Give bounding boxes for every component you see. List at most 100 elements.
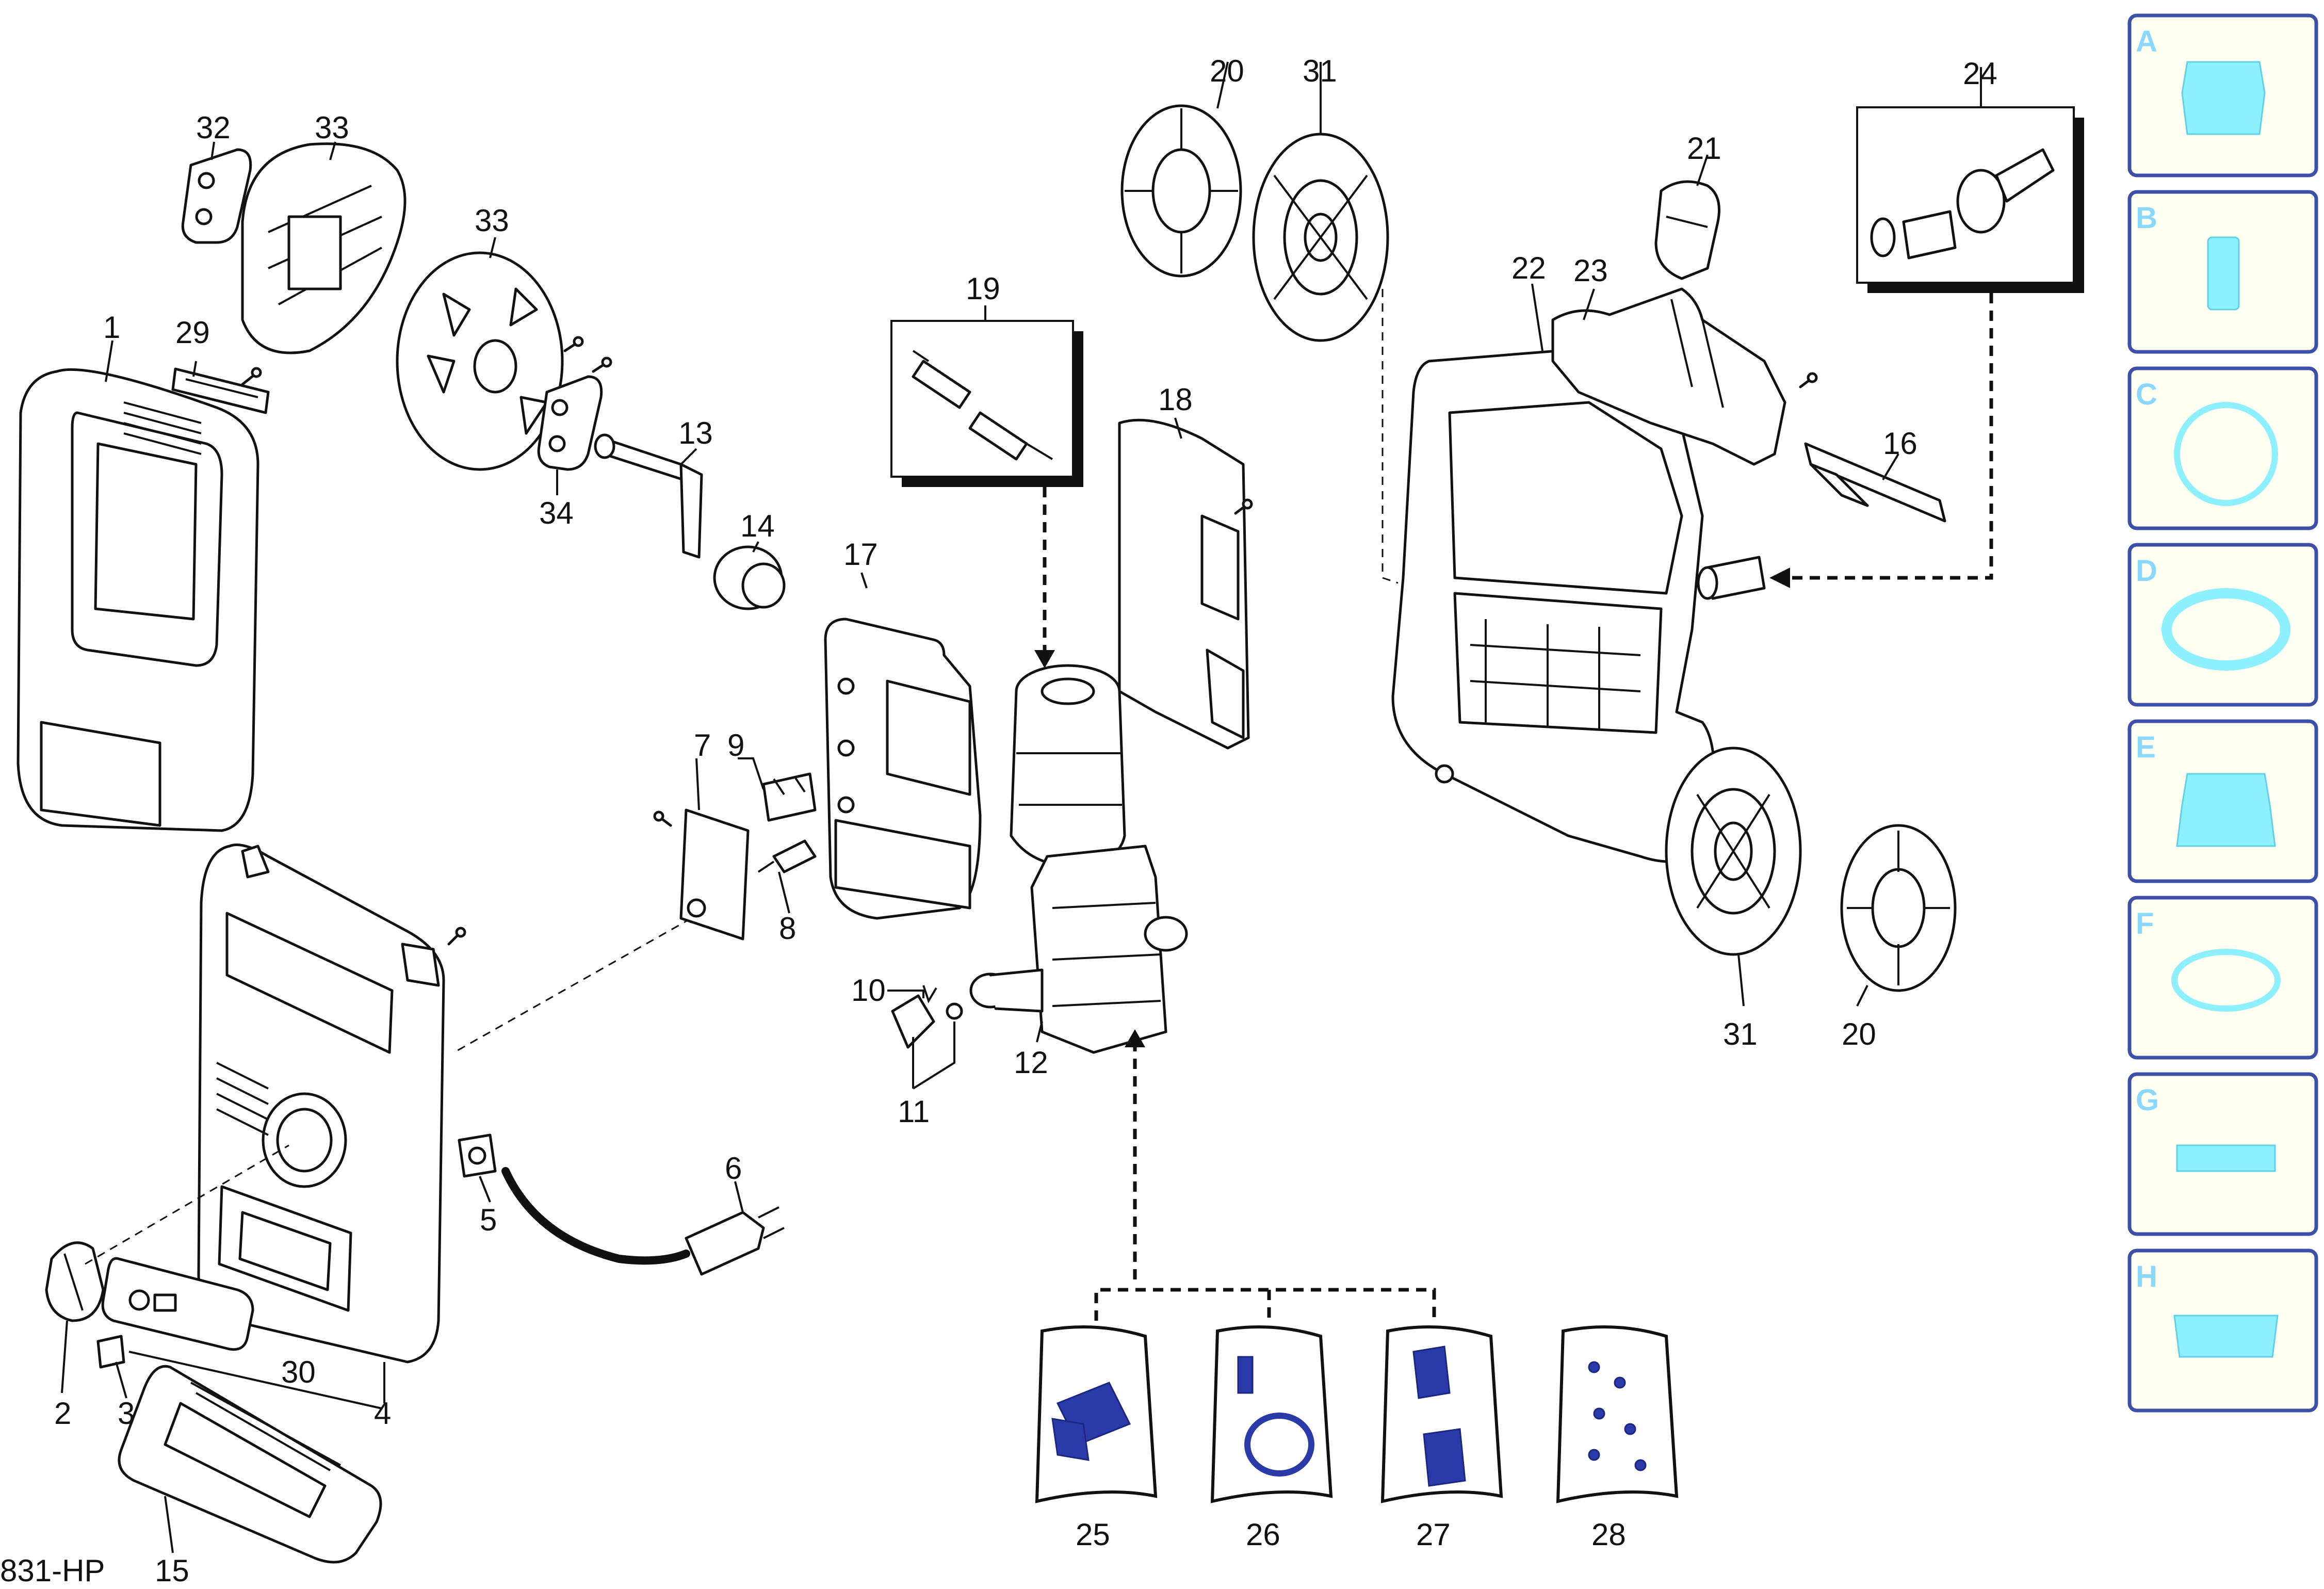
legend-item-e[interactable]: E bbox=[2127, 719, 2318, 883]
label-22: 22 bbox=[1512, 251, 1546, 285]
label-27: 27 bbox=[1416, 1517, 1451, 1552]
screw-29 bbox=[241, 367, 262, 386]
motor bbox=[1010, 664, 1126, 868]
label-6: 6 bbox=[725, 1151, 742, 1186]
label-5: 5 bbox=[480, 1203, 497, 1237]
part-11-valve bbox=[891, 994, 963, 1049]
legend-icon-d bbox=[2162, 588, 2290, 671]
label-4: 4 bbox=[374, 1396, 391, 1431]
part-33-reel-disc-back bbox=[241, 142, 407, 354]
part-31-wheel-bottom bbox=[1665, 747, 1802, 956]
label-24: 24 bbox=[1963, 56, 1997, 91]
legend-icon-c bbox=[2174, 402, 2278, 506]
arrow-24-to-inlet bbox=[1785, 293, 1993, 580]
screw-18 bbox=[1234, 498, 1253, 515]
label-33a: 33 bbox=[315, 110, 349, 145]
label-8: 8 bbox=[779, 911, 796, 946]
connector-31-to-chassis bbox=[1382, 289, 1399, 584]
part-24-inlet-box bbox=[1856, 106, 2084, 293]
label-10: 10 bbox=[851, 973, 886, 1008]
legend-item-a[interactable]: A bbox=[2127, 13, 2318, 177]
part-6-power-cord bbox=[501, 1167, 785, 1276]
part-23-handle-frame bbox=[1551, 287, 1786, 466]
part-20-hubcap-top bbox=[1120, 104, 1242, 278]
legend-icon-f bbox=[2171, 949, 2281, 1012]
legend-item-g[interactable]: G bbox=[2127, 1072, 2318, 1236]
legend-icon-a bbox=[2181, 61, 2266, 135]
legend-icon-h bbox=[2173, 1315, 2279, 1358]
legend-letter-h: H bbox=[2136, 1260, 2157, 1293]
kit-bag-27 bbox=[1380, 1325, 1503, 1503]
part-3-small-clip bbox=[96, 1335, 125, 1369]
leader-lines bbox=[61, 61, 1982, 1553]
label-26: 26 bbox=[1246, 1517, 1280, 1552]
legend-item-c[interactable]: C bbox=[2127, 366, 2318, 530]
part-10-clip bbox=[922, 985, 937, 1003]
legend-item-h[interactable]: H bbox=[2127, 1248, 2318, 1413]
label-32: 32 bbox=[196, 110, 231, 145]
label-20-bottom: 20 bbox=[1842, 1017, 1876, 1051]
connector-2-to-4 bbox=[85, 1144, 289, 1265]
vent-grille bbox=[123, 401, 202, 455]
part-13-crank bbox=[594, 433, 703, 559]
legend-icon-b bbox=[2207, 236, 2240, 311]
label-25: 25 bbox=[1076, 1517, 1110, 1552]
legend-item-f[interactable]: F bbox=[2127, 896, 2318, 1060]
label-31-top: 31 bbox=[1303, 54, 1337, 88]
legend-letter-a: A bbox=[2136, 25, 2157, 58]
legend-panel: A B C D E F G bbox=[2127, 13, 2318, 1413]
kit-bag-25 bbox=[1035, 1325, 1158, 1503]
label-29: 29 bbox=[175, 315, 210, 350]
diagram-code: 831-HP bbox=[0, 1553, 105, 1588]
connector-7-to-4 bbox=[453, 917, 692, 1053]
screw-7 bbox=[653, 810, 672, 827]
part-19-brush-box bbox=[890, 320, 1083, 487]
part-12-pump bbox=[969, 845, 1188, 1054]
part-29-clip bbox=[171, 367, 270, 414]
part-4-rear-panel bbox=[197, 844, 445, 1364]
legend-letter-g: G bbox=[2136, 1083, 2159, 1117]
part-labels: 1 29 32 33 33 34 13 14 17 18 19 7 9 8 10… bbox=[54, 54, 1997, 1588]
screw-22 bbox=[1799, 372, 1818, 388]
part-16-strap bbox=[1804, 442, 1946, 523]
kit-connector-lines bbox=[1094, 1288, 1436, 1321]
part-32-bracket bbox=[181, 148, 252, 244]
legend-letter-b: B bbox=[2136, 201, 2157, 235]
label-2: 2 bbox=[54, 1396, 71, 1431]
part-34-bracket bbox=[537, 375, 603, 471]
label-31-bottom: 31 bbox=[1723, 1017, 1758, 1051]
label-1: 1 bbox=[103, 310, 120, 345]
label-14: 14 bbox=[740, 509, 775, 543]
part-15-carry-handle bbox=[118, 1365, 382, 1564]
label-7: 7 bbox=[694, 728, 711, 763]
label-34: 34 bbox=[539, 496, 574, 530]
part-14-crank-knob bbox=[713, 545, 786, 610]
label-9: 9 bbox=[727, 728, 744, 763]
part-22-chassis bbox=[1391, 349, 1715, 863]
label-21: 21 bbox=[1687, 131, 1721, 166]
label-23: 23 bbox=[1573, 253, 1608, 288]
legend-icon-g bbox=[2176, 1144, 2276, 1172]
legend-icon-e bbox=[2176, 773, 2276, 847]
legend-item-b[interactable]: B bbox=[2127, 190, 2318, 354]
label-3: 3 bbox=[118, 1396, 135, 1431]
legend-item-d[interactable]: D bbox=[2127, 543, 2318, 707]
label-28: 28 bbox=[1591, 1517, 1626, 1552]
part-17-motor-housing bbox=[824, 618, 982, 920]
part-21-hook bbox=[1654, 180, 1720, 280]
part-33-reel-disc-front bbox=[396, 251, 564, 471]
screw-33 bbox=[563, 336, 584, 352]
label-12: 12 bbox=[1014, 1045, 1048, 1080]
label-30: 30 bbox=[281, 1355, 316, 1389]
label-33b: 33 bbox=[475, 203, 509, 238]
part-31-wheel-top bbox=[1252, 133, 1389, 342]
label-16: 16 bbox=[1883, 426, 1917, 461]
inlet-connector bbox=[1697, 556, 1766, 600]
legend-letter-c: C bbox=[2136, 378, 2157, 411]
part-5-cable-grommet bbox=[458, 1133, 497, 1178]
label-20-top: 20 bbox=[1210, 54, 1244, 88]
part-1-top-cover bbox=[17, 368, 259, 832]
kit-bag-28 bbox=[1556, 1325, 1679, 1503]
arrowhead-19 bbox=[1034, 650, 1055, 668]
arrowhead-24 bbox=[1769, 568, 1790, 588]
